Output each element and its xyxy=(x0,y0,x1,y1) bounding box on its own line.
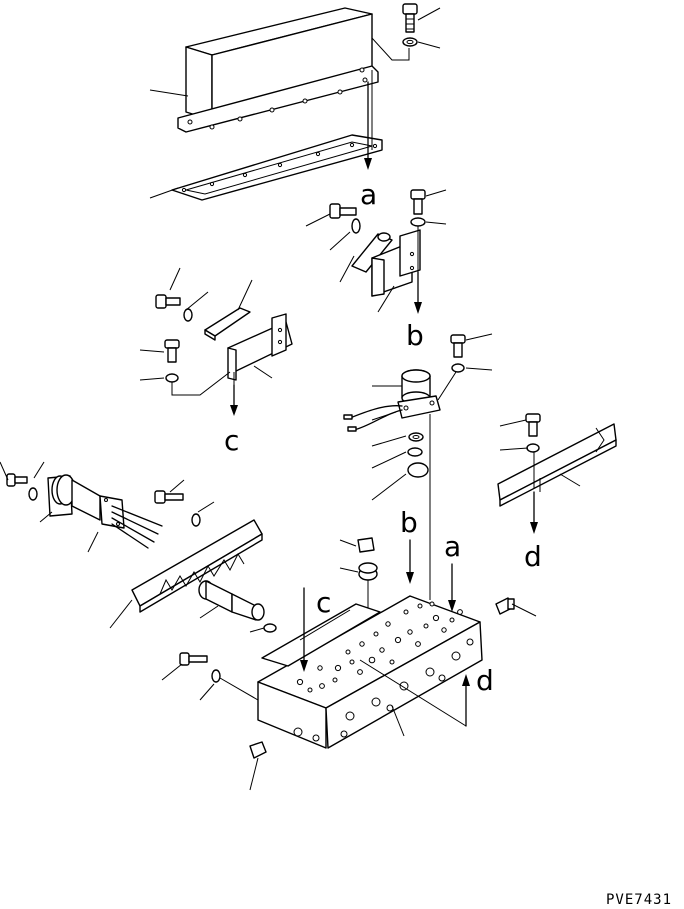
harness-washer[interactable] xyxy=(191,513,201,527)
drawing-code: PVE7431 xyxy=(606,892,672,908)
callout-b-upper: b xyxy=(406,319,424,352)
bottom-plug[interactable] xyxy=(249,741,267,759)
bracket-c-lower-washer[interactable] xyxy=(165,373,179,383)
callout-d-lower: d xyxy=(476,664,494,697)
arrow-a-upper xyxy=(364,81,372,170)
bracket-c-washer[interactable] xyxy=(183,308,193,322)
bracket-b-bolt[interactable] xyxy=(329,203,357,219)
hydraulic-fitting[interactable] xyxy=(198,580,265,621)
arrow-b-upper xyxy=(414,271,422,314)
harness-wires xyxy=(111,505,163,549)
bracket-c-bolt[interactable] xyxy=(155,294,181,309)
arrow-b-lower xyxy=(406,539,414,584)
arrow-d-upper xyxy=(530,491,538,534)
cover-gasket[interactable] xyxy=(171,134,383,201)
connector[interactable] xyxy=(47,474,125,529)
bracket-b-top-washer[interactable] xyxy=(410,217,426,227)
solenoid-seal[interactable] xyxy=(407,462,429,478)
bracket-b-washer[interactable] xyxy=(351,218,361,234)
plate-d-bolt[interactable] xyxy=(525,413,541,437)
cover-washer[interactable] xyxy=(402,37,418,47)
solenoid-washer[interactable] xyxy=(451,363,465,373)
plug-cap[interactable] xyxy=(358,562,378,581)
solenoid-wire xyxy=(343,405,403,432)
bracket-b-clip[interactable] xyxy=(351,232,393,273)
side-plug[interactable] xyxy=(495,597,515,615)
valve-cover[interactable] xyxy=(177,7,379,133)
connector-washer[interactable] xyxy=(28,487,38,501)
arrow-a-lower xyxy=(448,563,456,612)
callout-a-upper: a xyxy=(360,178,377,211)
cover-bolt[interactable] xyxy=(402,3,418,33)
valve-body-bolt[interactable] xyxy=(179,652,208,666)
solenoid-bolt[interactable] xyxy=(450,334,466,358)
callout-c-upper: c xyxy=(224,424,239,457)
callout-b-lower: b xyxy=(400,506,418,539)
plate-d-washer[interactable] xyxy=(526,443,540,453)
harness-bolt[interactable] xyxy=(154,490,184,504)
plug-top[interactable] xyxy=(357,537,375,553)
harness-bracket[interactable] xyxy=(131,519,263,613)
callout-d-upper: d xyxy=(524,540,542,573)
plate-d[interactable] xyxy=(497,423,617,507)
connector-screw[interactable] xyxy=(6,473,28,487)
arrow-c-lower xyxy=(300,587,308,672)
bracket-b-top-bolt[interactable] xyxy=(410,189,426,215)
callout-a-lower: a xyxy=(444,530,461,563)
callout-c-lower: c xyxy=(316,586,331,619)
fitting-oring[interactable] xyxy=(263,623,277,633)
bracket-c-clip[interactable] xyxy=(204,307,251,341)
solenoid-oring[interactable] xyxy=(407,447,423,457)
arrow-c-upper xyxy=(230,384,238,416)
bracket-c-lower-bolt[interactable] xyxy=(164,339,180,363)
valve-body[interactable] xyxy=(257,595,483,749)
bracket-b[interactable] xyxy=(371,229,421,297)
solenoid-coil[interactable] xyxy=(397,369,441,419)
valve-body-washer[interactable] xyxy=(211,669,221,683)
arrow-d-lower xyxy=(359,659,470,727)
solenoid-oring-small[interactable] xyxy=(408,432,424,442)
